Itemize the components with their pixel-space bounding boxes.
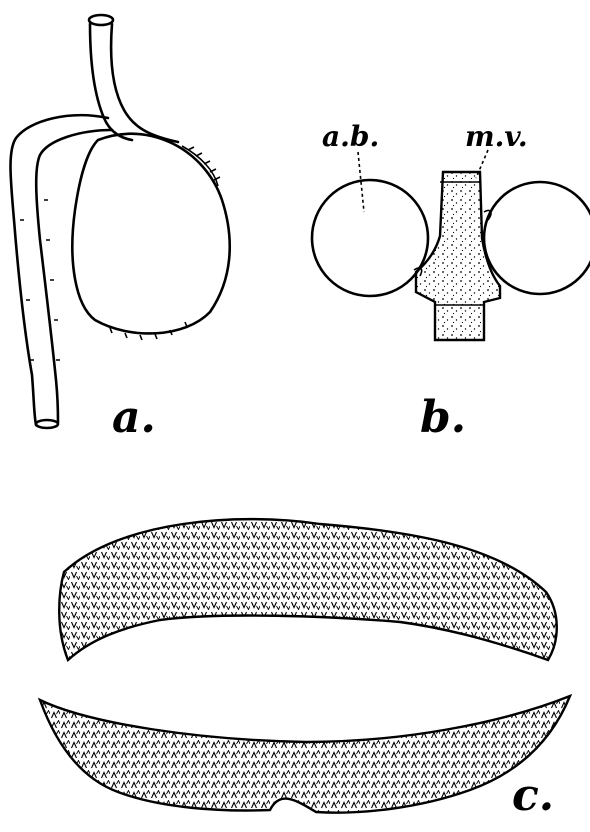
panel-a-drawing xyxy=(11,15,230,428)
panel-c-letter: c. xyxy=(512,770,554,821)
panel-a-letter: a. xyxy=(112,392,156,443)
panel-b-letter: b. xyxy=(420,392,466,443)
panel-a-tube-opening xyxy=(89,15,113,25)
panel-b-label-ab: a.b. xyxy=(322,120,379,153)
panel-b-drawing xyxy=(312,150,590,340)
panel-b-label-mv: m.v. xyxy=(465,120,528,153)
panel-c-upper-plate xyxy=(59,519,557,660)
panel-b-right-bladder xyxy=(484,182,590,294)
panel-a-duct xyxy=(11,115,109,425)
panel-c-drawing xyxy=(40,519,570,813)
panel-a-duct-opening xyxy=(36,420,58,428)
panel-b-air-bladder xyxy=(312,180,428,296)
panel-c-lower-plate xyxy=(40,696,570,813)
